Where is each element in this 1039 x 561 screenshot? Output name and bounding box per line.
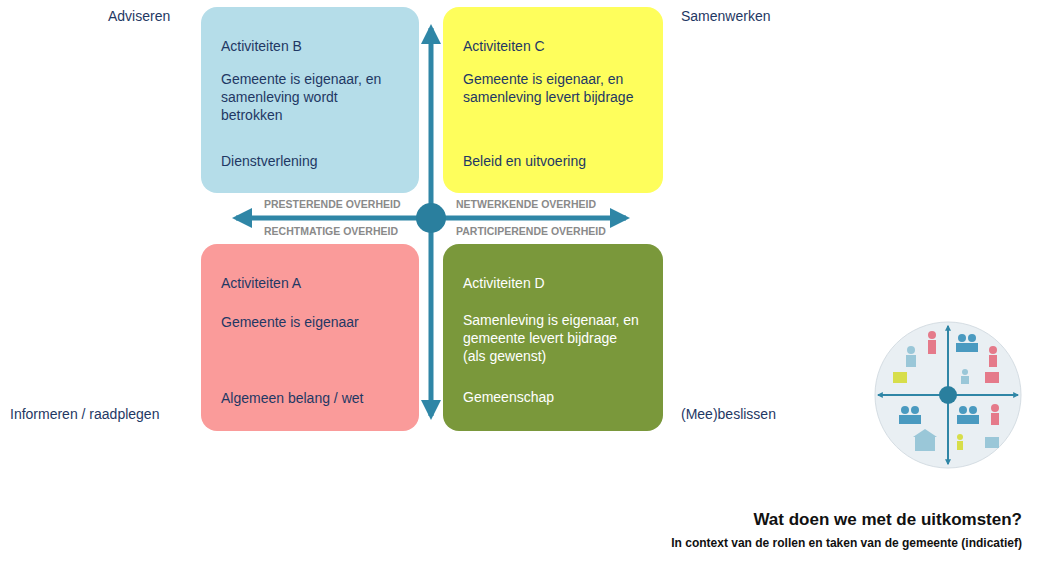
quadrant-box: Activiteiten D Samenleving is eigenaar, e… <box>443 244 663 431</box>
box-footer: Gemeenschap <box>463 388 643 406</box>
axis-label: RECHTMATIGE OVERHEID <box>262 225 400 237</box>
quadrant-box: Activiteiten A Gemeente is eigenaarAlgeme… <box>201 244 419 431</box>
corner-label: Informeren / raadplegen <box>10 406 159 422</box>
diagram-caption: In context van de rollen en taken van de… <box>671 536 1022 550</box>
box-body: Gemeente is eigenaar, en samenleving lev… <box>463 70 643 106</box>
box-body: Samenleving is eigenaar, en gemeente lev… <box>463 311 643 365</box>
box-footer: Dienstverlening <box>221 152 399 170</box>
axis-label: NETWERKENDE OVERHEID <box>454 198 598 210</box>
corner-label: (Mee)beslissen <box>681 406 776 422</box>
box-footer: Algemeen belang / wet <box>221 389 399 407</box>
corner-label: Samenwerken <box>681 8 771 24</box>
axis-label: PRESTERENDE OVERHEID <box>262 198 403 210</box>
box-heading: Activiteiten D <box>463 274 643 292</box>
box-body: Gemeente is eigenaar, en samenleving wor… <box>221 70 399 124</box>
thumbnail-illustration <box>875 322 1021 468</box>
axis-center <box>416 203 446 233</box>
quadrant-box: Activiteiten B Gemeente is eigenaar, en s… <box>201 7 419 193</box>
box-heading: Activiteiten A <box>221 274 399 292</box>
box-heading: Activiteiten B <box>221 37 399 55</box>
quadrant-box: Activiteiten C Gemeente is eigenaar, en s… <box>443 7 663 193</box>
corner-label: Adviseren <box>108 8 170 24</box>
box-heading: Activiteiten C <box>463 37 643 55</box>
axis-label: PARTICIPERENDE OVERHEID <box>454 225 608 237</box>
box-footer: Beleid en uitvoering <box>463 152 643 170</box>
diagram-title: Wat doen we met de uitkomsten? <box>753 510 1022 530</box>
box-body: Gemeente is eigenaar <box>221 313 399 331</box>
